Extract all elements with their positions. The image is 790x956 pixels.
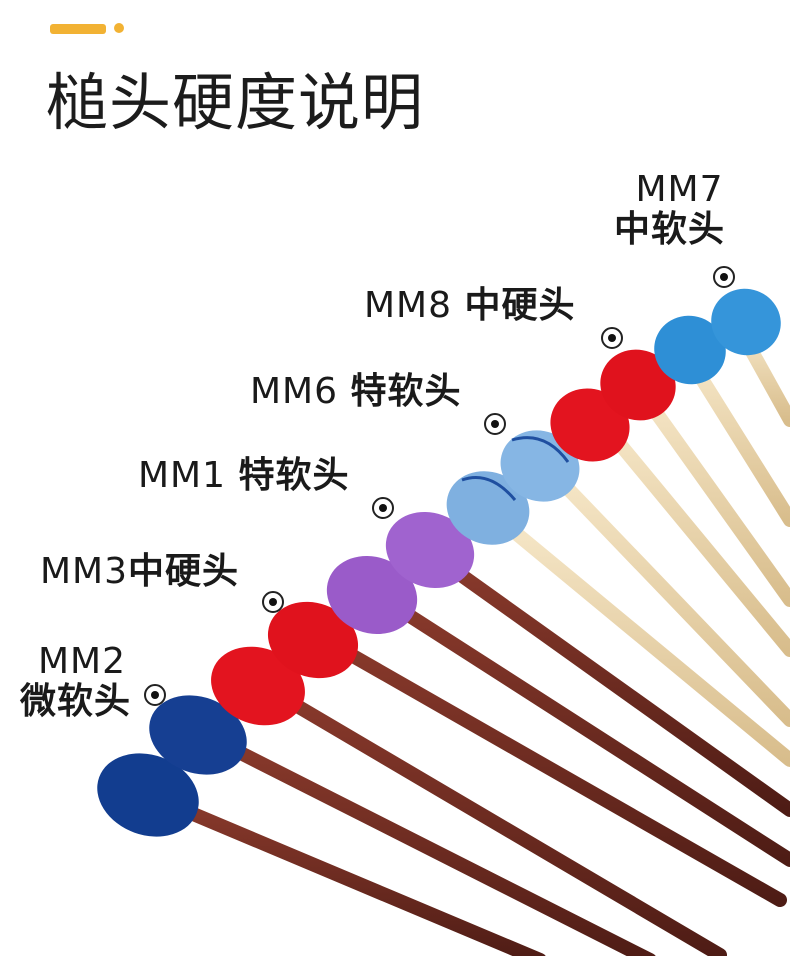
top-decor-dot [114,23,124,33]
top-decor-bar [50,24,106,34]
label-mm2-kind: 微软头 [20,680,132,722]
label-mm3-code: MM3 [40,551,129,592]
page-title: 槌头硬度说明 [46,66,425,139]
label-mm2: MM2 微软头 [20,641,131,721]
label-mm6-code: MM6 [250,371,339,412]
dark-shafts [153,553,790,956]
label-mm6: MM6 特软头 [250,372,462,412]
light-shafts [493,323,790,767]
marker-icon [144,684,166,706]
label-mm1-kind: 特软头 [238,455,350,496]
label-mm7-kind: 中软头 [614,208,726,250]
label-mm1-code: MM1 [138,455,227,496]
marker-icon [484,413,506,435]
label-mm3-kind: 中硬头 [128,551,240,592]
label-mm8-code: MM8 [364,285,453,326]
marker-icon [372,497,394,519]
mallet-heads [97,288,781,837]
label-mm8-kind: 中硬头 [464,285,576,326]
marker-icon [262,591,284,613]
label-mm7-code: MM7 [635,169,724,210]
label-mm8: MM8 中硬头 [364,286,576,326]
marker-icon [713,266,735,288]
marker-icon [601,327,623,349]
label-mm3: MM3中硬头 [40,552,239,592]
label-mm6-kind: 特软头 [350,371,462,412]
label-mm7: MM7 中软头 [614,170,725,249]
label-mm2-code: MM2 [38,641,127,682]
label-mm1: MM1 特软头 [138,456,350,496]
